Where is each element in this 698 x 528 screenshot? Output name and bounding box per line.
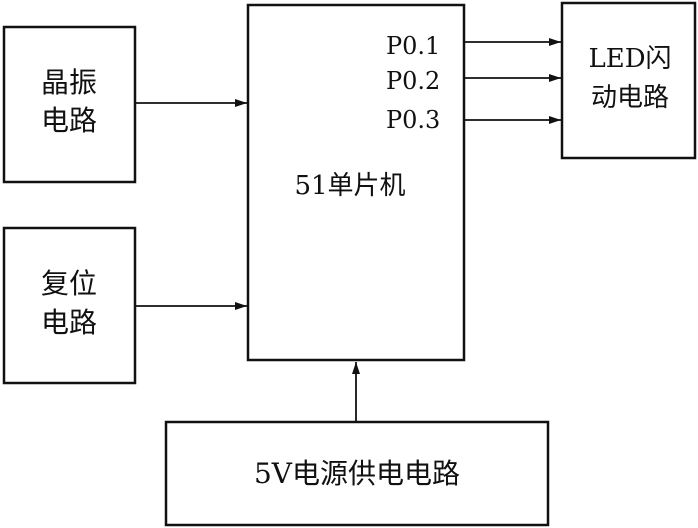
reset-circuit-block: 复位 电路 bbox=[2, 226, 137, 385]
led-circuit-label-line1: LED闪 bbox=[588, 44, 671, 74]
mcu-label: 51单片机 bbox=[294, 171, 405, 201]
reset-circuit-label-line1: 复位 bbox=[41, 267, 97, 300]
mcu-block: P0.1 P0.2 P0.3 51单片机 bbox=[246, 3, 466, 362]
crystal-circuit-label-line2: 电路 bbox=[41, 104, 97, 137]
led-circuit-label-line2: 动电路 bbox=[591, 83, 669, 113]
reset-circuit-label-line2: 电路 bbox=[41, 306, 97, 339]
port-label-p01: P0.1 bbox=[386, 32, 440, 60]
led-circuit-block: LED闪 动电路 bbox=[560, 1, 697, 160]
crystal-circuit-block: 晶振 电路 bbox=[2, 25, 137, 184]
power-supply-label: 5V电源供电电路 bbox=[254, 457, 460, 490]
port-label-p03: P0.3 bbox=[386, 106, 440, 134]
crystal-circuit-label-line1: 晶振 bbox=[41, 66, 97, 99]
power-supply-block: 5V电源供电电路 bbox=[164, 420, 550, 527]
port-label-p02: P0.2 bbox=[386, 67, 440, 95]
